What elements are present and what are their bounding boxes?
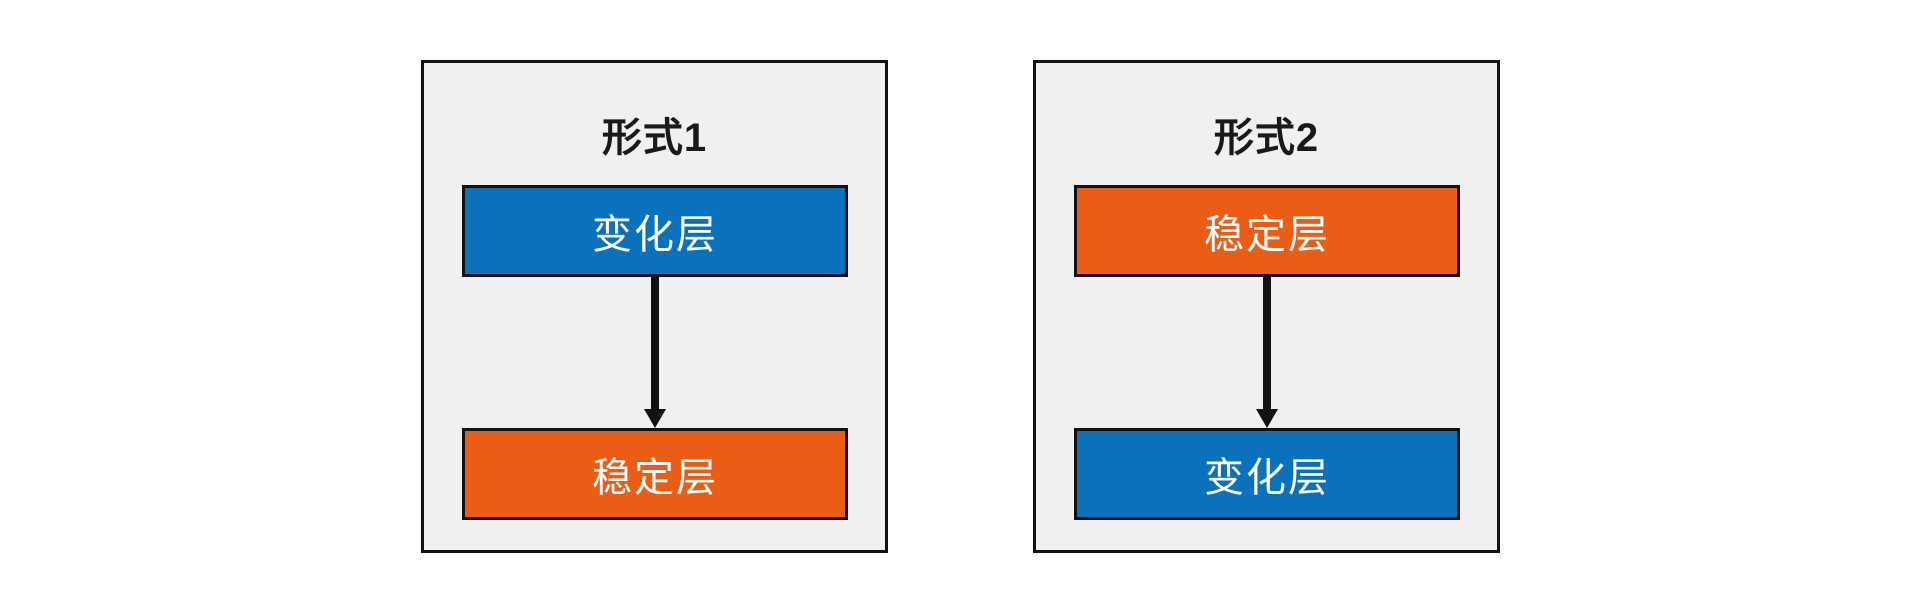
panel-2-title: 形式2 xyxy=(1213,116,1320,160)
arrow-head-icon xyxy=(643,409,666,428)
down-arrow xyxy=(1255,277,1278,428)
arrow-head-icon xyxy=(1255,409,1278,428)
panel-form-2: 形式2 稳定层 变化层 xyxy=(1033,60,1500,553)
panel-2-top-box: 稳定层 xyxy=(1074,185,1460,277)
arrow-shaft xyxy=(1262,277,1271,411)
panel-1-title: 形式1 xyxy=(601,116,708,160)
panel-2-bottom-box: 变化层 xyxy=(1074,428,1460,520)
panel-1-bottom-box: 稳定层 xyxy=(462,428,848,520)
panel-1-top-box: 变化层 xyxy=(462,185,848,277)
panel-form-1: 形式1 变化层 稳定层 xyxy=(421,60,888,553)
arrow-shaft xyxy=(650,277,659,411)
down-arrow xyxy=(643,277,666,428)
